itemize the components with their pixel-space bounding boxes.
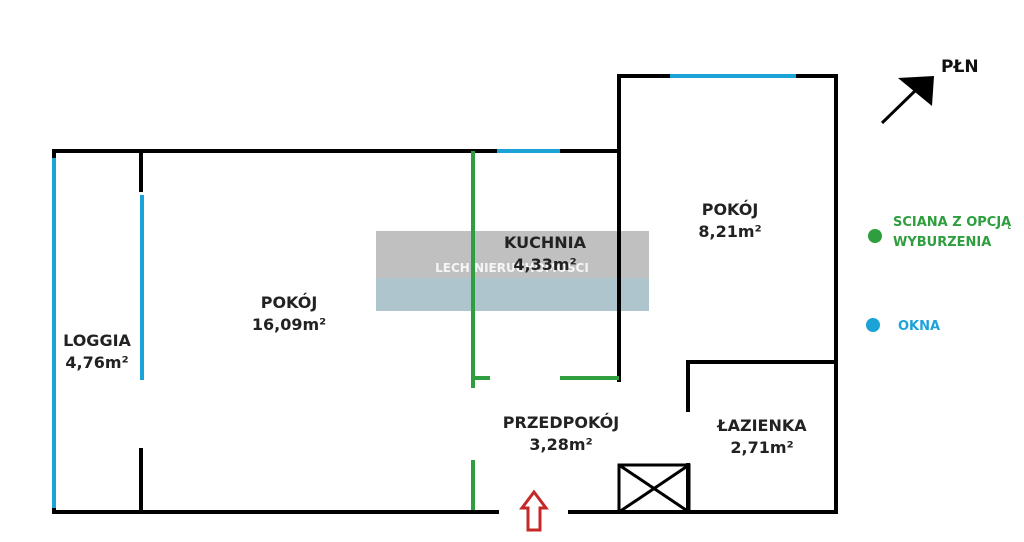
room-area-pokoj-small: 8,21m² <box>698 222 761 241</box>
entrance-arrow-icon <box>519 489 549 532</box>
watermark: LECH NIERUCHOMOŚCI <box>376 231 649 311</box>
room-name-loggia: LOGGIA <box>63 331 131 350</box>
room-name-pokoj-small: POKÓJ <box>702 200 759 219</box>
legend-wall-label-line1: SCIANA Z OPCJĄ <box>893 215 1011 230</box>
north-arrow-icon <box>880 76 934 125</box>
room-name-kuchnia: KUCHNIA <box>504 233 587 252</box>
room-name-pokoj-main: POKÓJ <box>261 293 318 312</box>
room-area-lazienka: 2,71m² <box>730 438 793 457</box>
legend: SCIANA Z OPCJĄ WYBURZENIA OKNA <box>866 215 1011 334</box>
legend-windows-marker <box>866 318 880 332</box>
room-name-przedpokoj: PRZEDPOKÓJ <box>503 413 619 432</box>
room-area-loggia: 4,76m² <box>65 353 128 372</box>
room-name-lazienka: ŁAZIENKA <box>716 416 807 435</box>
north-label: PŁN <box>941 57 979 77</box>
windows <box>52 74 796 508</box>
ventilation-shaft <box>617 463 691 514</box>
room-area-przedpokoj: 3,28m² <box>529 435 592 454</box>
legend-windows-label: OKNA <box>898 319 940 334</box>
room-area-pokoj-main: 16,09m² <box>252 315 326 334</box>
legend-wall-marker <box>868 229 882 243</box>
removable-walls <box>471 151 619 510</box>
room-area-kuchnia: 4,33m² <box>513 255 576 274</box>
legend-wall-label-line2: WYBURZENIA <box>893 235 991 250</box>
